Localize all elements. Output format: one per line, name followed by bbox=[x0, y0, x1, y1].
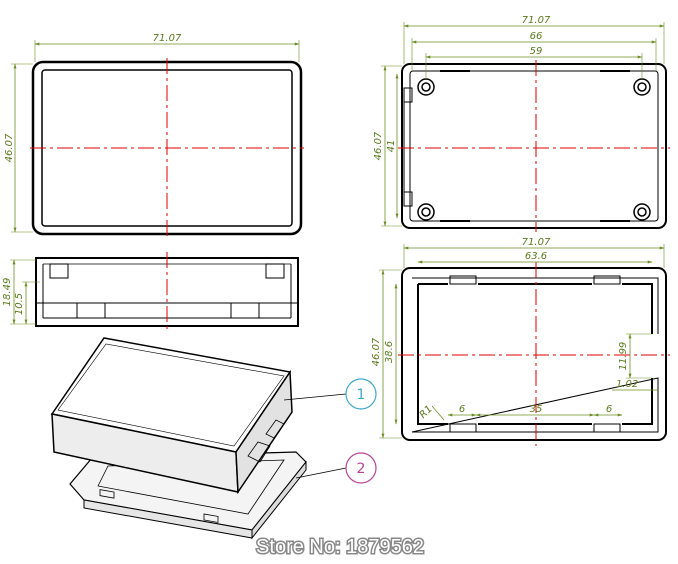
callout-2-number: 2 bbox=[357, 461, 366, 477]
callout-1-number: 1 bbox=[357, 387, 366, 403]
callout-1-leader bbox=[283, 393, 347, 401]
screw-hole bbox=[417, 78, 435, 96]
side-view: 18.49 10.5 bbox=[2, 252, 299, 332]
isometric-view: 1 2 bbox=[50, 337, 377, 540]
callout-2: 2 bbox=[345, 452, 377, 484]
lid-view-slot-right-label: 6 bbox=[606, 404, 612, 415]
bottom-view-inner-height-label: 41 bbox=[386, 140, 397, 153]
lid-view-slot bbox=[449, 275, 477, 285]
screw-hole bbox=[633, 78, 651, 96]
top-view-width-label: 71.07 bbox=[153, 33, 182, 44]
lid-view-height-label: 46.07 bbox=[371, 337, 382, 366]
callout-1-circle bbox=[345, 378, 377, 410]
lid-view-slot-height-label: 11.99 bbox=[618, 342, 629, 371]
lid-view-slot-left-label: 6 bbox=[459, 404, 465, 415]
side-view-tab bbox=[265, 263, 285, 279]
callout-1: 1 bbox=[345, 378, 377, 410]
bottom-view-hole-spacing-label: 59 bbox=[530, 46, 543, 57]
callout-2-leader bbox=[295, 467, 347, 479]
lid-view-wall-label: 1.02 bbox=[616, 379, 638, 390]
screw-hole bbox=[417, 203, 435, 221]
side-view-inner-height-label: 10.5 bbox=[14, 293, 25, 315]
bottom-view-height-label: 46.07 bbox=[373, 131, 384, 160]
lid-view-inner-width-label: 63.6 bbox=[525, 251, 547, 262]
lid-view-slot-center-label: 35 bbox=[530, 404, 543, 415]
isometric-body bbox=[50, 337, 293, 495]
lid-view: 71.07 63.6 46.07 38.6 11.99 1.02 R1 6 35… bbox=[371, 237, 670, 446]
bottom-view-notch bbox=[403, 191, 413, 207]
store-watermark: Store No: 1879562 bbox=[256, 536, 424, 558]
top-view: 71.07 46.07 bbox=[4, 33, 304, 238]
lid-view-slot bbox=[593, 423, 621, 433]
lid-view-width-label: 71.07 bbox=[522, 237, 551, 248]
lid-view-slot bbox=[593, 275, 621, 285]
bottom-view: 71.07 66 59 46.07 41 bbox=[373, 15, 670, 232]
bottom-view-outer-outline bbox=[401, 63, 667, 229]
lid-view-slot bbox=[449, 423, 477, 433]
side-view-clip bbox=[230, 302, 260, 319]
side-view-tab bbox=[49, 263, 69, 279]
bottom-view-inner-outline bbox=[409, 70, 659, 222]
lid-view-outer-outline bbox=[401, 267, 667, 441]
lid-view-radius-leader bbox=[431, 405, 445, 421]
side-view-clip bbox=[76, 302, 106, 319]
screw-hole bbox=[633, 203, 651, 221]
callout-2-circle bbox=[345, 452, 377, 484]
lid-view-inner-height-label: 38.6 bbox=[384, 341, 395, 363]
lid-view-inner-lip bbox=[411, 277, 659, 433]
bottom-view-inner-width-label: 66 bbox=[530, 31, 543, 42]
lid-view-inner-wall bbox=[417, 283, 653, 425]
side-view-outer-height-label: 18.49 bbox=[2, 278, 13, 307]
top-view-height-label: 46.07 bbox=[4, 133, 15, 162]
bottom-view-notch bbox=[403, 87, 413, 103]
bottom-view-width-label: 71.07 bbox=[522, 15, 551, 26]
